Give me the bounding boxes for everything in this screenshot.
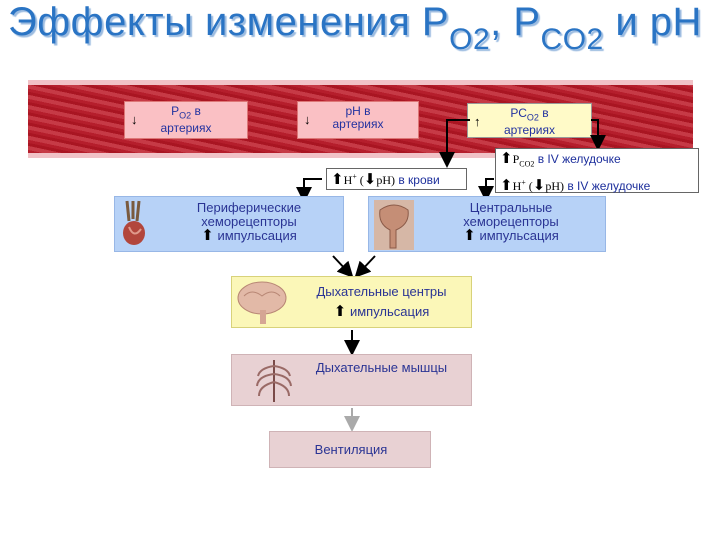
- respiratory-muscles-title: Дыхательные мышцы: [315, 360, 448, 375]
- arrow-central-to-centers: [354, 255, 376, 278]
- ventilation-box: Вентиляция: [269, 431, 431, 468]
- arrow-up-icon: ⬆: [333, 303, 347, 320]
- ventricle-pco2-row: ⬆PCO2 в IV желудочке: [500, 150, 621, 169]
- arrow-up-icon: ⬆: [463, 227, 476, 244]
- pco2-arteries-box: ↑ РСО2 в артериях: [467, 103, 592, 138]
- ph-arteries-box: ↓ рН в артериях: [297, 101, 419, 139]
- pco2-label-line2: артериях: [504, 123, 555, 138]
- central-chemoreceptors-box: Центральные хеморецепторы ⬆ импульсация: [368, 196, 606, 252]
- respiratory-muscles-box: Дыхательные мышцы: [231, 354, 472, 406]
- peripheral-title: Периферические хеморецепторы ⬆ импульсац…: [196, 200, 302, 244]
- arrow-down-icon: ↓: [304, 112, 311, 127]
- ph-label: рН в: [345, 104, 371, 118]
- arrow-down-icon: ⬇: [532, 177, 546, 195]
- arrow-down-icon: ⬇: [363, 171, 377, 188]
- peripheral-chemoreceptors-box: Периферические хеморецепторы ⬆ импульсац…: [114, 196, 344, 252]
- ventilation-title: Вентиляция: [314, 442, 388, 457]
- page-title: Эффекты изменения РО2, РCO2 и рН: [8, 0, 702, 56]
- ventricle-h-row: ⬆H+ (⬇pH) в IV желудочке: [500, 177, 651, 195]
- blood-h-box: ⬆H+ (⬇pH) в крови: [326, 168, 467, 190]
- ph-label-line2: артериях: [332, 117, 384, 131]
- heart-vessels-icon: [123, 200, 145, 245]
- brain-section-icon: [374, 200, 414, 250]
- arrow-up-icon: ⬆: [201, 227, 214, 244]
- arrow-blood-to-peripheral: [296, 178, 322, 203]
- po2-label: РО2 в: [171, 104, 201, 121]
- arrow-up-icon: ⬆: [331, 171, 344, 188]
- respiratory-centers-box: Дыхательные центры ⬆ импульсация: [231, 276, 472, 328]
- po2-label-line2: артериях: [160, 121, 212, 136]
- arrow-ventricle-to-central: [478, 178, 494, 202]
- arrow-pco2-to-ventricle: [590, 119, 606, 151]
- respiratory-centers-title: Дыхательные центры ⬆ импульсация: [316, 284, 447, 320]
- pco2-label: РСО2 в: [510, 106, 549, 123]
- arrow-down-icon: ↓: [131, 112, 138, 127]
- ribcage-icon: [256, 360, 292, 402]
- arrow-up-icon: ⬆: [500, 177, 513, 195]
- brain-icon: [237, 281, 287, 324]
- arrow-up-icon: ↑: [474, 114, 481, 129]
- central-title: Центральные хеморецепторы ⬆ импульсация: [463, 200, 559, 244]
- po2-arteries-box: ↓ РО2 в артериях: [124, 101, 248, 139]
- arrow-pco2-to-blood: [439, 119, 470, 168]
- ventricle-box: ⬆PCO2 в IV желудочке ⬆H+ (⬇pH) в IV желу…: [495, 148, 699, 195]
- arrow-up-icon: ⬆: [500, 150, 513, 167]
- arrow-peripheral-to-centers: [332, 255, 354, 278]
